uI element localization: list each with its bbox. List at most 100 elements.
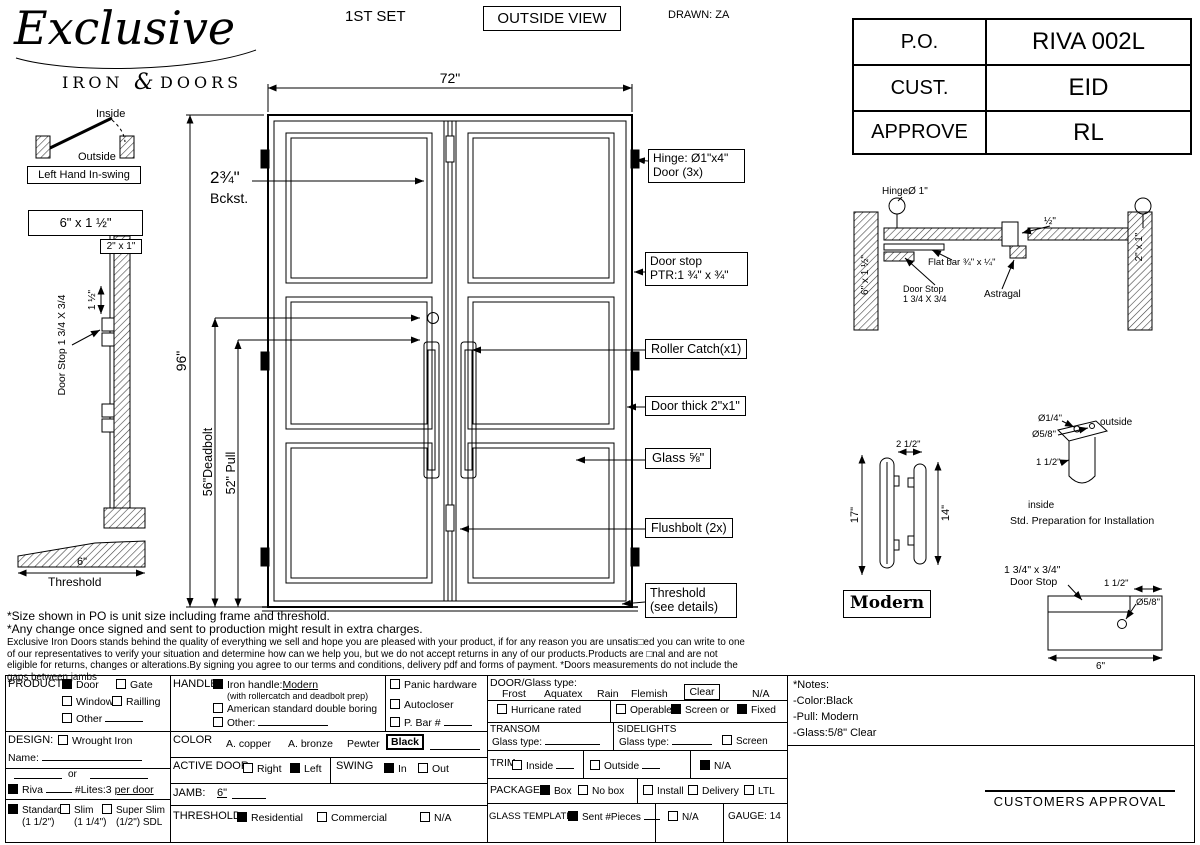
checkbox-icon[interactable] xyxy=(237,812,247,822)
option-right[interactable]: Right xyxy=(243,763,282,775)
option-delivery[interactable]: Delivery xyxy=(688,785,739,798)
glass-aquatex[interactable]: Aquatex xyxy=(544,688,583,700)
logo-name: Exclusive xyxy=(14,1,236,55)
checkbox-icon[interactable] xyxy=(290,763,300,773)
approval-signature-line[interactable] xyxy=(985,790,1175,792)
checkbox-icon[interactable] xyxy=(390,717,400,727)
checkbox-icon[interactable] xyxy=(616,704,626,714)
checkbox-icon[interactable] xyxy=(116,679,126,689)
option-other-handle[interactable]: Other: xyxy=(213,717,329,730)
option-gate[interactable]: Gate xyxy=(116,679,153,691)
option-trim-outside[interactable]: Outside xyxy=(590,760,660,773)
option-trim-na[interactable]: N/A xyxy=(700,760,731,773)
logo-ampersand: & xyxy=(134,70,154,95)
checkbox-icon[interactable] xyxy=(243,763,253,773)
checkbox-icon[interactable] xyxy=(62,679,72,689)
glass-type-label: DOOR/Glass type: xyxy=(490,677,577,689)
transom-glass-field[interactable]: Glass type: xyxy=(492,736,600,749)
checkbox-icon[interactable] xyxy=(590,760,600,770)
option-slim[interactable]: Slim xyxy=(60,804,93,817)
option-railing[interactable]: Railling xyxy=(112,696,160,708)
option-residential[interactable]: Residential xyxy=(237,812,303,824)
option-operable[interactable]: Operable xyxy=(616,704,672,717)
option-iron-handle[interactable]: Iron handle:Modern xyxy=(213,679,318,691)
checkbox-icon[interactable] xyxy=(700,760,710,770)
glass-na[interactable]: N/A xyxy=(752,688,770,700)
checkbox-icon[interactable] xyxy=(58,735,68,745)
option-wrought-iron[interactable]: Wrought Iron xyxy=(58,735,133,747)
checkbox-icon[interactable] xyxy=(102,804,112,814)
option-sidelight-screen[interactable]: Screen xyxy=(722,735,768,748)
option-riva[interactable]: Riva #Lites:3 per door xyxy=(8,784,154,796)
option-other-product[interactable]: Other xyxy=(62,713,144,725)
checkbox-icon[interactable] xyxy=(688,785,698,795)
checkbox-icon[interactable] xyxy=(390,699,400,709)
option-box[interactable]: Box xyxy=(540,785,572,798)
option-super-slim[interactable]: Super Slim xyxy=(102,804,165,817)
option-american-boring[interactable]: American standard double boring xyxy=(213,703,377,716)
jamb-value[interactable]: 6" xyxy=(217,787,228,799)
option-trim-inside[interactable]: Inside xyxy=(512,760,575,773)
checkbox-icon[interactable] xyxy=(8,784,18,794)
glass-clear-selected[interactable]: Clear xyxy=(684,684,720,700)
option-hurricane[interactable]: Hurricane rated xyxy=(497,704,581,717)
option-screen-or[interactable]: Screen or xyxy=(671,704,729,717)
checkbox-icon[interactable] xyxy=(568,811,578,821)
option-autocloser[interactable]: Autocloser xyxy=(390,699,454,711)
option-fixed[interactable]: Fixed xyxy=(737,704,776,717)
checkbox-icon[interactable] xyxy=(722,735,732,745)
option-pbar[interactable]: P. Bar # xyxy=(390,717,472,729)
option-template-na[interactable]: N/A xyxy=(668,811,699,824)
option-ltl[interactable]: LTL xyxy=(744,785,775,798)
checkbox-icon[interactable] xyxy=(213,703,223,713)
checkbox-icon[interactable] xyxy=(540,785,550,795)
checkbox-icon[interactable] xyxy=(737,704,747,714)
checkbox-icon[interactable] xyxy=(112,696,122,706)
option-left[interactable]: Left xyxy=(290,763,322,775)
checkbox-icon[interactable] xyxy=(668,811,678,821)
option-nobox[interactable]: No box xyxy=(578,785,624,798)
checkbox-icon[interactable] xyxy=(578,785,588,795)
option-window[interactable]: Window xyxy=(62,696,113,708)
option-sent-pieces[interactable]: Sent #Pieces xyxy=(568,811,660,824)
color-bronze[interactable]: A. bronze xyxy=(288,738,333,750)
checkbox-icon[interactable] xyxy=(62,713,72,723)
frame-dim-label: 2" x 1" xyxy=(100,239,142,254)
approval-label: CUSTOMERS APPROVAL xyxy=(993,794,1167,809)
color-copper[interactable]: A. copper xyxy=(226,738,271,750)
color-black-selected[interactable]: Black xyxy=(386,734,424,750)
blank-field[interactable] xyxy=(105,713,144,722)
glass-frost[interactable]: Frost xyxy=(502,688,526,700)
checkbox-icon[interactable] xyxy=(643,785,653,795)
option-commercial[interactable]: Commercial xyxy=(317,812,387,824)
option-panic[interactable]: Panic hardware xyxy=(390,679,477,691)
checkbox-icon[interactable] xyxy=(512,760,522,770)
checkbox-icon[interactable] xyxy=(497,704,507,714)
option-in[interactable]: In xyxy=(384,763,407,775)
glass-rain[interactable]: Rain xyxy=(597,688,619,700)
checkbox-icon[interactable] xyxy=(671,704,681,714)
checkbox-icon[interactable] xyxy=(317,812,327,822)
design-name-field[interactable]: Name: xyxy=(8,752,142,764)
callout-leaders xyxy=(460,157,649,607)
checkbox-icon[interactable] xyxy=(744,785,754,795)
po-table: P.O. RIVA 002L CUST. EID APPROVE RL xyxy=(852,18,1192,155)
option-door[interactable]: Door xyxy=(62,679,99,691)
handle-style-label: Modern xyxy=(843,590,931,618)
checkbox-icon[interactable] xyxy=(60,804,70,814)
checkbox-icon[interactable] xyxy=(390,679,400,689)
checkbox-icon[interactable] xyxy=(418,763,428,773)
option-install[interactable]: Install xyxy=(643,785,684,798)
sidelights-glass-field[interactable]: Glass type: xyxy=(619,736,712,749)
glass-flemish[interactable]: Flemish xyxy=(631,688,668,700)
checkbox-icon[interactable] xyxy=(8,804,18,814)
option-threshold-na[interactable]: N/A xyxy=(420,812,452,824)
option-standard[interactable]: Standard xyxy=(8,804,63,817)
checkbox-icon[interactable] xyxy=(213,717,223,727)
checkbox-icon[interactable] xyxy=(384,763,394,773)
checkbox-icon[interactable] xyxy=(420,812,430,822)
option-out[interactable]: Out xyxy=(418,763,449,775)
checkbox-icon[interactable] xyxy=(62,696,72,706)
checkbox-icon[interactable] xyxy=(213,679,223,689)
color-pewter[interactable]: Pewter xyxy=(347,738,380,750)
